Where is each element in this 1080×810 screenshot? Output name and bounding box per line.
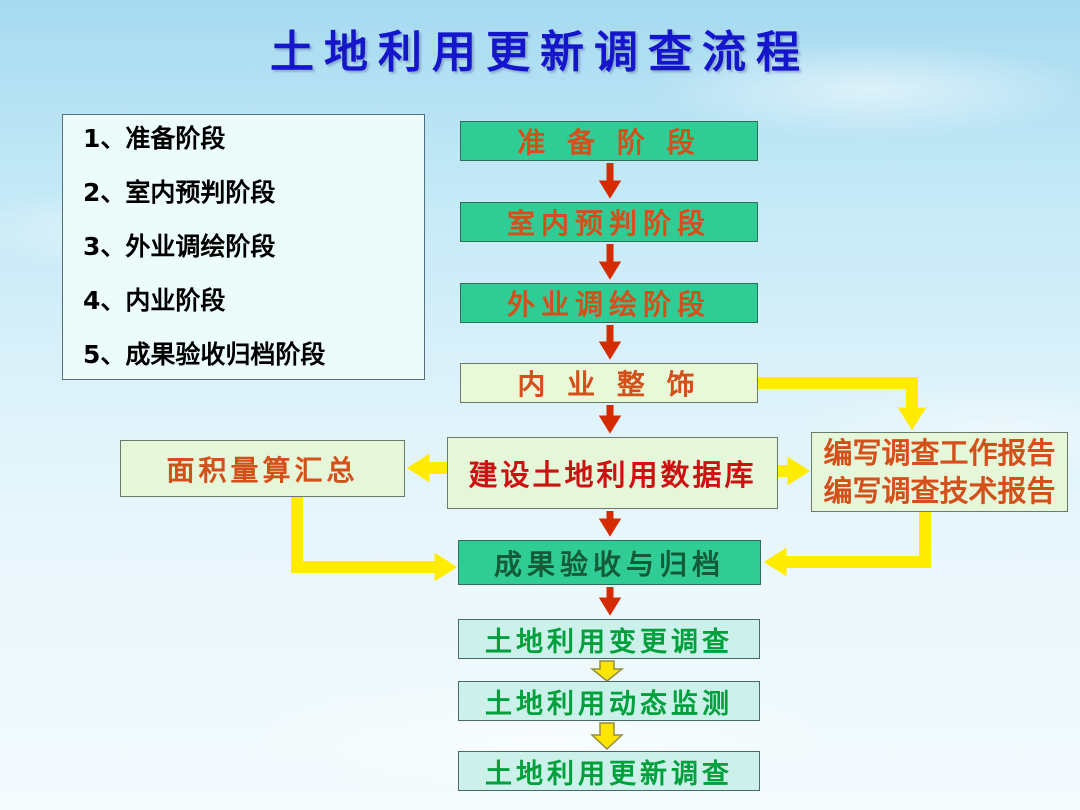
legend-box: 1、准备阶段 2、室内预判阶段 3、外业调绘阶段 4、内业阶段 5、成果验收归档… (62, 114, 425, 380)
flow-node-area-summary: 面积量算汇总 (120, 440, 405, 497)
yellow-arrow-reports-to-acceptance (763, 512, 931, 577)
legend-item-1: 1、准备阶段 (83, 124, 226, 153)
yellow-arrow-finishing-to-reports (757, 377, 927, 431)
page-title: 土地利用更新调查流程 (270, 27, 810, 78)
flow-node-indoor-finishing: 内 业 整 饰 (460, 363, 758, 403)
legend-item-5: 5、成果验收归档阶段 (83, 340, 326, 369)
flow-node-update-survey: 土地利用更新调查 (458, 751, 760, 791)
yellow-arrow-area-to-acceptance (291, 497, 458, 582)
flow-node-indoor-prejudge: 室内预判阶段 (460, 202, 758, 242)
legend-item-2: 2、室内预判阶段 (83, 178, 276, 207)
yellow-block-arrow-2 (590, 722, 624, 751)
yellow-block-arrow-1 (589, 660, 625, 682)
flow-node-field-mapping: 外业调绘阶段 (460, 283, 758, 323)
flow-node-reports: 编写调查工作报告 编写调查技术报告 (811, 432, 1068, 512)
report-work-line: 编写调查工作报告 (823, 436, 1056, 470)
flow-node-prepare: 准 备 阶 段 (460, 121, 758, 161)
report-tech-line: 编写调查技术报告 (823, 474, 1056, 508)
flow-node-build-database: 建设土地利用数据库 (447, 437, 778, 509)
flow-node-acceptance-archive: 成果验收与归档 (458, 540, 761, 585)
legend-item-3: 3、外业调绘阶段 (83, 232, 276, 261)
legend-item-4: 4、内业阶段 (83, 286, 226, 315)
flow-node-dynamic-monitoring: 土地利用动态监测 (458, 681, 760, 721)
flow-node-change-survey: 土地利用变更调查 (458, 619, 760, 659)
